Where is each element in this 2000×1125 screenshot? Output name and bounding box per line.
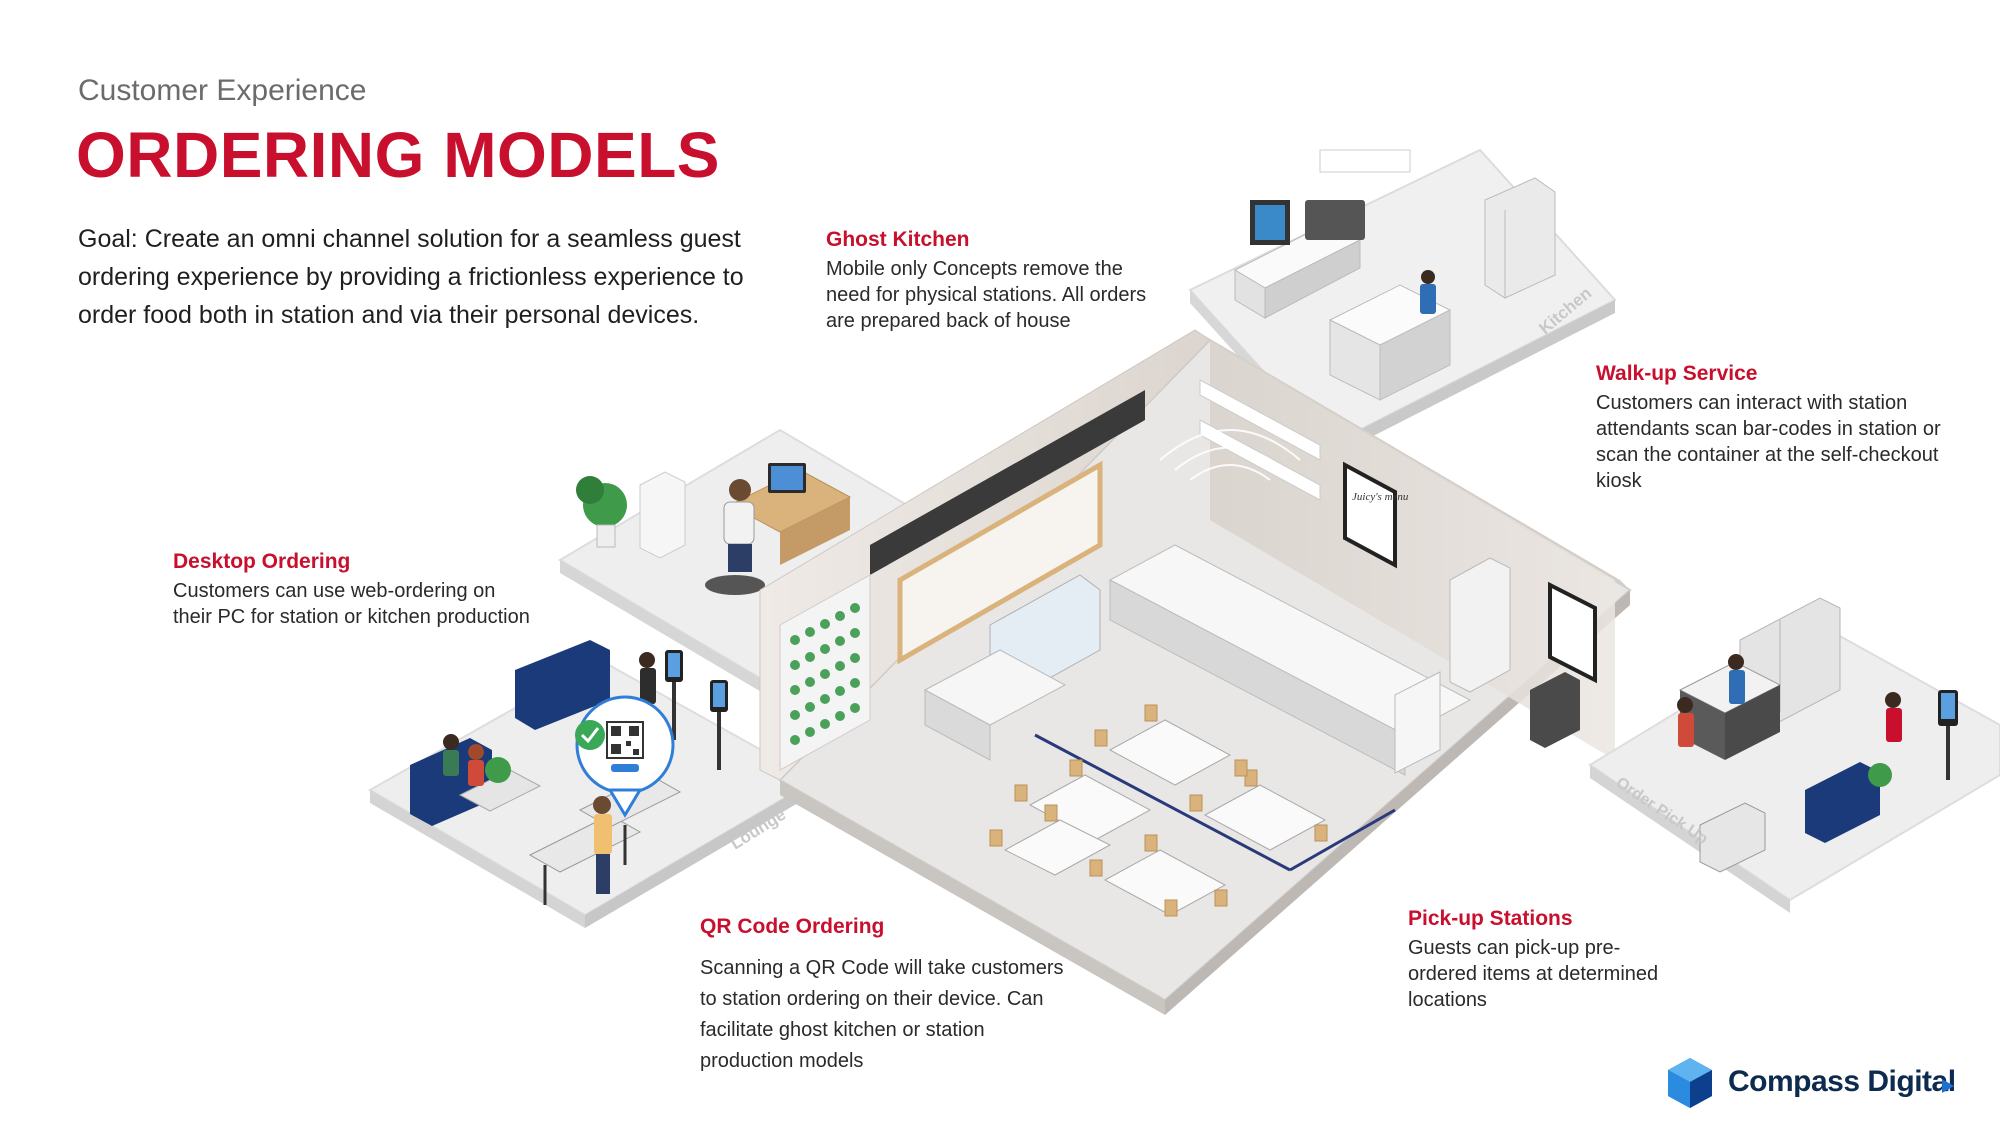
callout-qr-code-ordering: QR Code Ordering Scanning a QR Code will…: [700, 915, 1080, 1077]
callout-desktop-ordering-body: Customers can use web-ordering on their …: [173, 580, 530, 628]
callout-ghost-kitchen-body: Mobile only Concepts remove the need for…: [826, 258, 1147, 332]
callout-pickup-stations-body: Guests can pick-up pre-ordered items at …: [1408, 937, 1659, 1011]
compass-digital-logo: Compass Digital: [1662, 1055, 1962, 1111]
hexagon-logo-icon: [1668, 1058, 1712, 1108]
logo-wordmark: Compass Digital: [1728, 1065, 1956, 1098]
page-subtitle: Customer Experience: [78, 74, 367, 107]
menu-board-label: Juicy's menu: [1352, 491, 1409, 503]
callout-ghost-kitchen-title: Ghost Kitchen: [826, 228, 970, 251]
main-restaurant-area: Juicy's menu: [759, 329, 1632, 1015]
callout-qr-code-ordering-body: Scanning a QR Code will take customers t…: [700, 957, 1064, 1072]
callout-pickup-stations: Pick-up Stations Guests can pick-up pre-…: [1408, 907, 1678, 1013]
callout-desktop-ordering-title: Desktop Ordering: [173, 550, 351, 573]
play-arrow-icon: [1942, 1079, 1954, 1093]
callout-pickup-stations-title: Pick-up Stations: [1408, 907, 1573, 930]
callout-walkup-service-body: Customers can interact with station atte…: [1596, 392, 1941, 492]
callout-qr-code-ordering-title: QR Code Ordering: [700, 915, 885, 938]
kitchen-area: Kitchen: [1188, 148, 1617, 458]
callout-walkup-service: Walk-up Service Customers can interact w…: [1596, 362, 1981, 494]
callout-desktop-ordering: Desktop Ordering Customers can use web-o…: [173, 550, 538, 630]
order-pickup-area: Order Pick Up: [1588, 597, 2000, 913]
goal-text: Goal: Create an omni channel solution fo…: [78, 225, 744, 329]
callout-ghost-kitchen: Ghost Kitchen Mobile only Concepts remov…: [826, 228, 1171, 334]
page-title: ORDERING MODELS: [76, 119, 720, 191]
callout-walkup-service-title: Walk-up Service: [1596, 362, 1758, 385]
dining-tables: [1003, 719, 1327, 916]
